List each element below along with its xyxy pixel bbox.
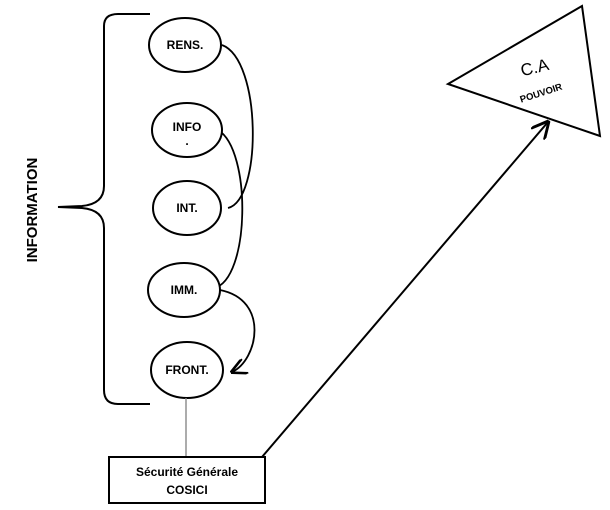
node-rens: RENS.: [148, 17, 222, 73]
node-front-label: FRONT.: [165, 363, 208, 377]
power-triangle: C.A POUVOIR: [445, 4, 602, 138]
node-info-sub: .: [185, 134, 188, 148]
base-box-line2: COSICI: [166, 483, 207, 497]
flow-arrow-imm-front: [219, 289, 256, 372]
node-info: INFO .: [151, 102, 223, 158]
base-box-line1: Sécurité Générale: [136, 465, 238, 479]
curly-brace: [57, 13, 150, 405]
power-arrow: [261, 122, 548, 458]
flow-arrow-rens-int: [221, 44, 254, 209]
node-int-label: INT.: [176, 201, 197, 215]
node-rens-label: RENS.: [167, 38, 204, 52]
node-imm-label: IMM.: [171, 283, 198, 297]
base-box: Sécurité Générale COSICI: [108, 456, 266, 504]
node-info-label: INFO: [173, 120, 202, 134]
node-imm: IMM.: [147, 262, 221, 318]
information-label: INFORMATION: [24, 158, 41, 263]
node-int: INT.: [152, 180, 222, 236]
node-front: FRONT.: [150, 341, 224, 399]
flow-arrow-info-imm: [213, 129, 244, 289]
